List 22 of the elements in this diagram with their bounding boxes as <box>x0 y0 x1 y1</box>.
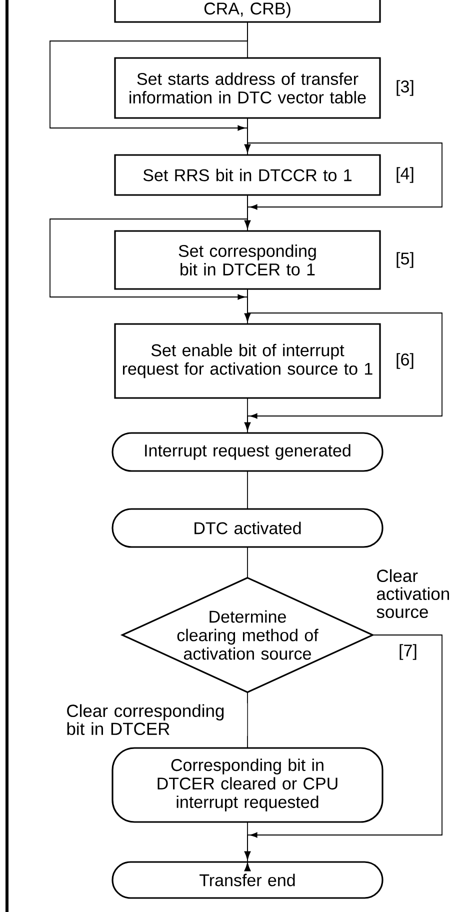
edge-label: Clear activation source <box>375 568 455 620</box>
arrow <box>244 822 251 872</box>
arrow <box>244 634 442 860</box>
arrow <box>244 289 442 431</box>
step-number: [5] <box>396 252 414 268</box>
terminal-box: DTC activated <box>112 508 384 548</box>
step-number: [4] <box>396 167 414 183</box>
step-number: [6] <box>396 353 414 369</box>
process-box: CRA, CRB) <box>114 0 381 23</box>
process-box: Set starts address of transfer information in DTC vector table <box>114 57 381 119</box>
step-number: [7] <box>400 644 416 660</box>
process-box: Set RRS bit in DTCCR to 1 <box>114 154 381 196</box>
terminal-box: Interrupt request generated <box>112 432 384 472</box>
process-box: Set enable bit of interrupt request for activation source to 1 <box>114 323 381 399</box>
arrow <box>50 195 251 322</box>
arrow <box>50 22 251 153</box>
arrow <box>244 118 442 229</box>
process-box: Set corresponding bit in DTCER to 1 <box>114 230 381 290</box>
step-number: [3] <box>396 80 414 96</box>
edge-label: Clear corresponding bit in DTCER <box>65 703 248 736</box>
terminal-box: Corresponding bit in DTCER cleared or CPU interrupt requested <box>112 747 384 823</box>
terminal-box: Transfer end <box>112 861 384 899</box>
